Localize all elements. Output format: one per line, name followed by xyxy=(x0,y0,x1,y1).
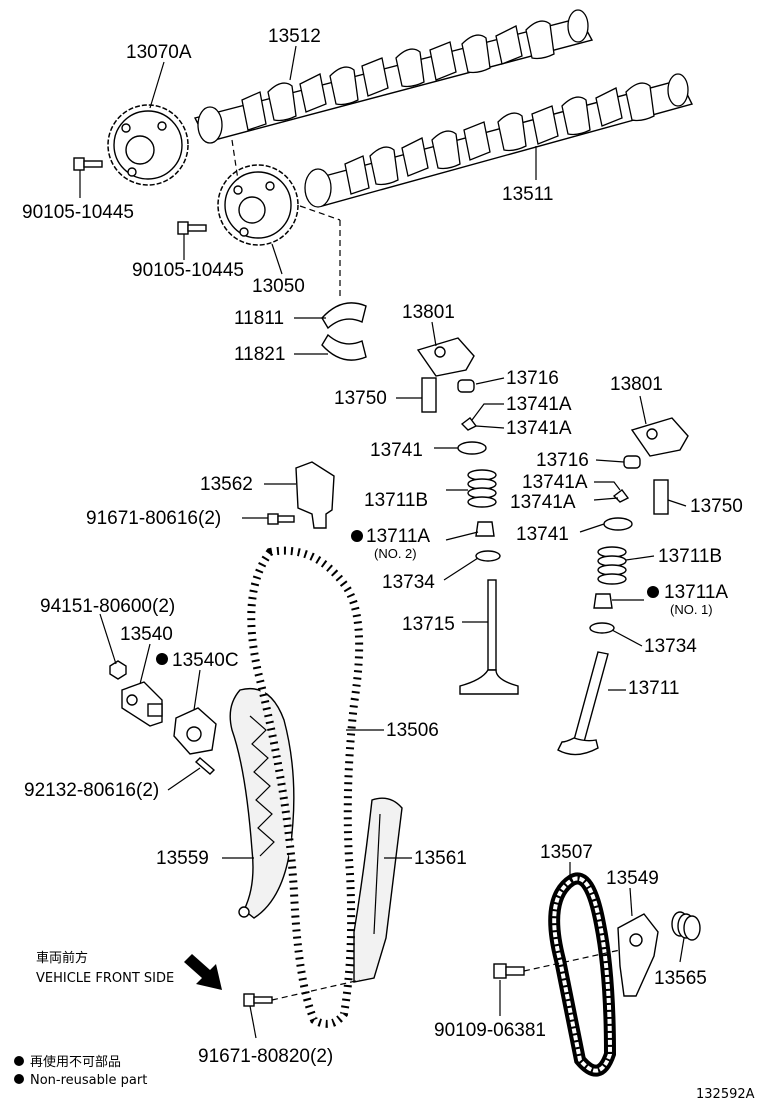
label-13549: 13549 xyxy=(606,868,659,889)
cam-sprocket-13050-drawing xyxy=(217,164,299,246)
label-90105-b: 90105-10445 xyxy=(132,260,244,281)
bolt-90105-b-drawing xyxy=(177,221,207,235)
bearing-11811-drawing xyxy=(321,302,367,330)
label-13801-b: 13801 xyxy=(610,374,663,395)
legend-dot-icon xyxy=(14,1074,24,1084)
chain-guide-13559-drawing xyxy=(229,688,295,919)
label-13734-a: 13734 xyxy=(382,572,435,593)
valve-13711-drawing xyxy=(557,651,609,756)
label-13511: 13511 xyxy=(502,184,553,205)
label-13741A-b1: 13741A xyxy=(522,472,588,493)
label-13711: 13711 xyxy=(628,678,679,699)
label-13741A-b2: 13741A xyxy=(510,492,576,513)
label-13750-a: 13750 xyxy=(334,388,387,409)
rocker-arm-13801-a-drawing xyxy=(416,337,475,377)
label-13559: 13559 xyxy=(156,848,209,869)
label-90109: 90109-06381 xyxy=(434,1020,546,1041)
front-note-en: VEHICLE FRONT SIDE xyxy=(36,971,174,986)
bolt-90105-a-drawing xyxy=(73,157,103,171)
leader-lines xyxy=(79,45,687,1039)
label-13507: 13507 xyxy=(540,842,593,863)
gasket-13540C-drawing xyxy=(173,707,217,755)
lash-adjuster-13750-b-drawing xyxy=(653,479,669,515)
chain-13507-drawing xyxy=(548,872,617,1077)
label-92132: 92132-80616(2) xyxy=(24,780,159,801)
label-13070A: 13070A xyxy=(126,42,192,63)
bearing-11821-drawing xyxy=(321,333,367,361)
spring-13565-drawing xyxy=(671,911,701,941)
label-91671-80616: 91671-80616(2) xyxy=(86,508,221,529)
label-13540: 13540 xyxy=(120,624,173,645)
cam-sprocket-13070A-drawing xyxy=(107,104,189,186)
lash-adjuster-13750-a-drawing xyxy=(421,377,437,413)
label-13562: 13562 xyxy=(200,474,253,495)
label-13801-a: 13801 xyxy=(402,302,455,323)
label-13540C: 13540C xyxy=(172,650,239,671)
valve-13715-drawing xyxy=(459,579,519,695)
bolt-94151-drawing xyxy=(109,660,127,680)
timing-chain-13506-drawing xyxy=(247,546,364,1028)
non-reusable-dot-icon xyxy=(647,586,659,598)
tensioner-13540-drawing xyxy=(121,681,163,727)
tensioner-arm-13549-drawing xyxy=(617,913,659,997)
part-labels: 13070A 13512 13511 90105-10445 90105-104… xyxy=(22,26,743,1067)
keeper-13741A-b-drawing xyxy=(612,489,630,503)
washer-13734-a-drawing xyxy=(475,550,501,562)
bolt-91671-80820-drawing xyxy=(243,993,273,1007)
retainer-13741-b-drawing xyxy=(603,517,633,531)
label-91671-80820: 91671-80820(2) xyxy=(198,1046,333,1067)
washer-13734-b-drawing xyxy=(589,622,615,634)
legend-dot-icon xyxy=(14,1056,24,1066)
label-94151: 94151-80600(2) xyxy=(40,596,175,617)
label-13711A-a: 13711A xyxy=(366,526,430,547)
label-13506: 13506 xyxy=(386,720,439,741)
label-13711B-a: 13711B xyxy=(364,490,428,511)
spring-13711B-b-drawing xyxy=(597,546,627,585)
label-90105-a: 90105-10445 xyxy=(22,202,134,223)
label-11811: 11811 xyxy=(234,308,284,329)
label-13741A-a2: 13741A xyxy=(506,418,572,439)
label-13716-a: 13716 xyxy=(506,368,559,389)
keeper-13741A-a-drawing xyxy=(460,417,478,431)
label-13716-b: 13716 xyxy=(536,450,589,471)
label-13561: 13561 xyxy=(414,848,467,869)
label-13565: 13565 xyxy=(654,968,707,989)
label-11821: 11821 xyxy=(234,344,285,365)
front-note-jp: 車両前方 xyxy=(36,950,88,966)
stud-92132-drawing xyxy=(194,757,216,775)
label-13711A-b: 13711A xyxy=(664,582,728,603)
legend-jp: 再使用不可部品 xyxy=(30,1054,121,1070)
label-13741-a: 13741 xyxy=(370,440,423,461)
camshaft-13511-drawing xyxy=(304,73,694,208)
cap-13716-b-drawing xyxy=(623,455,641,469)
chain-guide-13561-drawing xyxy=(353,797,403,983)
non-reusable-dot-icon xyxy=(156,653,168,665)
seal-13711A-a-drawing xyxy=(475,521,495,537)
figure-id: 132592A xyxy=(696,1087,755,1102)
label-13734-b: 13734 xyxy=(644,636,697,657)
label-13750-b: 13750 xyxy=(690,496,743,517)
non-reusable-dot-icon xyxy=(351,530,363,542)
label-13715: 13715 xyxy=(402,614,455,635)
legend-en: Non-reusable part xyxy=(30,1073,147,1088)
vehicle-front-arrow-icon xyxy=(184,954,222,990)
cap-13716-a-drawing xyxy=(457,379,475,393)
bolt-90109-drawing xyxy=(493,963,525,979)
label-13711B-b: 13711B xyxy=(658,546,722,567)
retainer-13741-a-drawing xyxy=(457,441,487,455)
label-13741-b: 13741 xyxy=(516,524,569,545)
spring-13711B-a-drawing xyxy=(467,469,497,508)
camshaft-13512-drawing xyxy=(193,9,594,144)
seal-13711A-b-drawing xyxy=(593,593,613,609)
label-13050: 13050 xyxy=(252,276,305,297)
label-13711A-a-note: (NO. 2) xyxy=(374,546,417,561)
rocker-arm-13801-b-drawing xyxy=(630,417,689,457)
label-13512: 13512 xyxy=(268,26,321,47)
label-13711A-b-note: (NO. 1) xyxy=(670,602,713,617)
label-13741A-a1: 13741A xyxy=(506,394,572,415)
bracket-13562-drawing xyxy=(267,461,335,529)
